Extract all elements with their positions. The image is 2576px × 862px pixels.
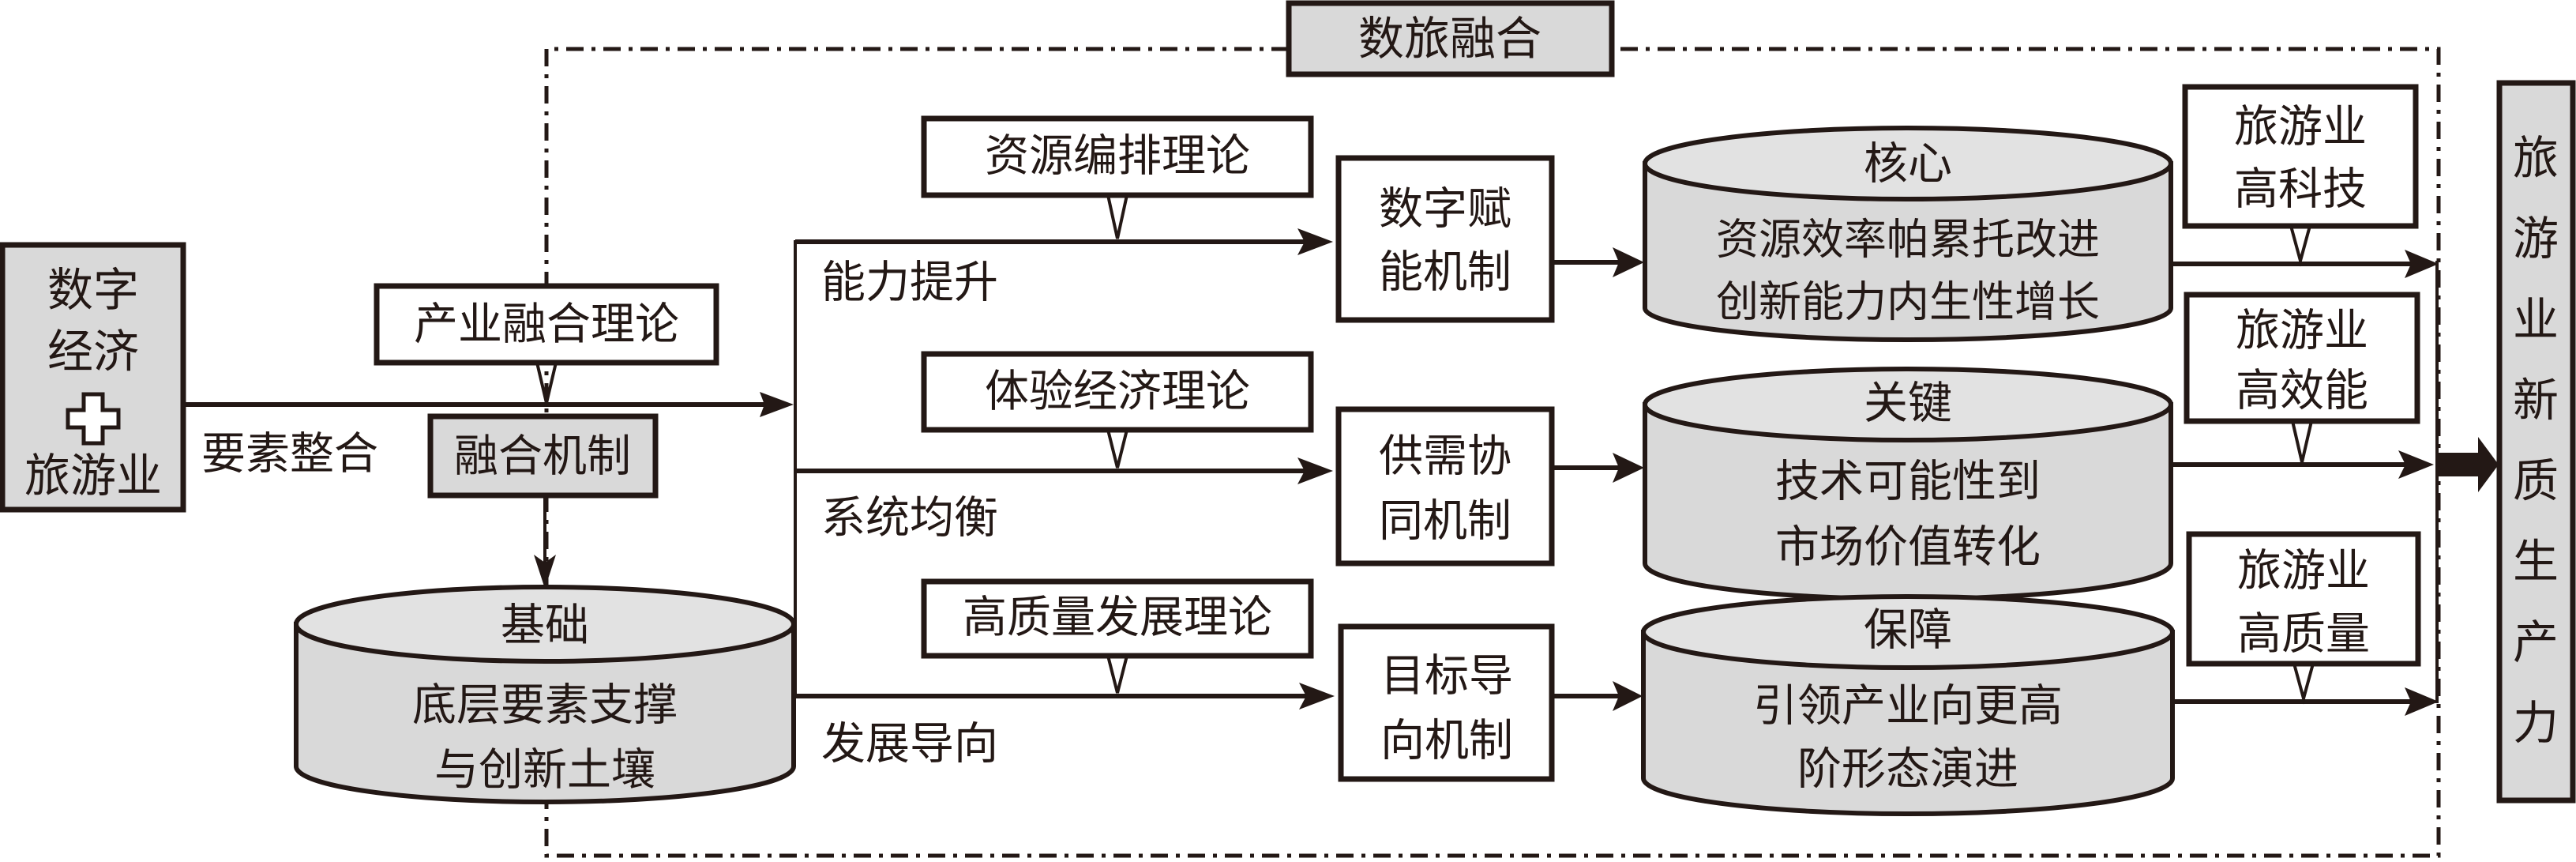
- result-arrow: [2439, 437, 2499, 492]
- row1-effect-line1: 资源效率帕累托改进: [1716, 215, 2100, 265]
- callout-pointer: [2292, 663, 2315, 705]
- row1-mechanism-line1: 数字赋: [1379, 184, 1511, 235]
- row-capability: 资源编排理论 能力提升 数字赋 能机制 核心 资源效率帕累托改进 创新能力内生性…: [795, 84, 2439, 342]
- foundation-line2: 与创新土壤: [434, 745, 655, 796]
- row1-mechanism-line2: 能机制: [1379, 247, 1511, 299]
- result-char: 新: [2513, 373, 2559, 427]
- fusion-mechanism-box: 融合机制: [427, 413, 659, 499]
- row3-theory: 高质量发展理论: [963, 593, 1272, 644]
- row3-outcome-line1: 旅游业: [2237, 546, 2370, 597]
- row2-effect-line1: 技术可能性到: [1775, 457, 2041, 508]
- integration-frame: [544, 47, 2441, 858]
- callout-pointer: [2291, 420, 2313, 463]
- result-char: 力: [2513, 696, 2559, 750]
- arrow-head: [2405, 687, 2439, 716]
- fusion-mechanism-text: 融合机制: [454, 431, 631, 483]
- row1-path-label: 能力提升: [821, 258, 998, 309]
- row3-effect-line2: 阶形态演进: [1797, 744, 2018, 796]
- row2-effect-line2: 市场价值转化: [1775, 522, 2041, 574]
- row3-outcome-line2: 高质量: [2237, 609, 2370, 661]
- arrow-head: [1613, 681, 1643, 711]
- result-char: 质: [2513, 454, 2559, 508]
- arrow-head: [1297, 228, 1333, 255]
- row2-path-label: 系统均衡: [821, 493, 998, 544]
- row3-mechanism-line1: 目标导: [1380, 651, 1513, 702]
- row3-effect-line1: 引领产业向更高: [1753, 681, 2063, 732]
- row2-outcome-line2: 高效能: [2236, 366, 2368, 417]
- foundation-line1: 底层要素支撑: [412, 680, 678, 732]
- element-integration-label: 要素整合: [201, 429, 378, 480]
- arrow-head: [1297, 457, 1333, 484]
- arrow-head: [2398, 450, 2434, 479]
- row3-mechanism-line2: 向机制: [1380, 716, 1513, 767]
- row2-theory: 体验经济理论: [985, 367, 1250, 418]
- result-char: 游: [2513, 212, 2559, 265]
- callout-pointer: [1106, 655, 1128, 694]
- row1-theory: 资源编排理论: [985, 131, 1250, 183]
- row1-outcome-line1: 旅游业: [2234, 102, 2367, 153]
- integration-theory-text: 产业融合理论: [414, 299, 679, 351]
- row2-outcome-line1: 旅游业: [2236, 306, 2368, 357]
- arrow-head: [2405, 250, 2439, 278]
- title-box: 数旅融合: [1286, 0, 1615, 77]
- row3-heading: 保障: [1864, 605, 1952, 657]
- callout-pointer: [2289, 225, 2311, 267]
- foundation-heading: 基础: [501, 600, 589, 652]
- foundation-cylinder: 基础 底层要素支撑 与创新土壤: [294, 585, 796, 804]
- input-line3: 旅游业: [24, 449, 162, 503]
- row1-heading: 核心: [1864, 139, 1952, 190]
- callout-pointer: [1106, 429, 1128, 469]
- result-char: 业: [2513, 292, 2559, 346]
- row1-outcome-line2: 高科技: [2234, 164, 2367, 216]
- input-box: 数字 经济 旅游业: [0, 242, 186, 513]
- arrow-head: [534, 555, 556, 589]
- input-line2: 经济: [47, 325, 139, 378]
- result-char: 旅: [2513, 131, 2559, 185]
- result-char: 生: [2513, 535, 2559, 589]
- row1-effect-line2: 创新能力内生性增长: [1716, 277, 2100, 327]
- title-text: 数旅融合: [1358, 12, 1541, 66]
- integration-theory-callout: 产业融合理论: [374, 283, 719, 404]
- callout-pointer: [1106, 194, 1128, 239]
- arrow-head: [1613, 247, 1644, 277]
- row2-mechanism-line2: 同机制: [1379, 496, 1511, 548]
- callout-pointer: [535, 362, 558, 404]
- row-development: 高质量发展理论 发展导向 目标导 向机制 保障 引领产业向更高 阶形态演进 旅游…: [795, 531, 2439, 816]
- arrow-head: [760, 392, 794, 417]
- row2-mechanism-line1: 供需协: [1379, 431, 1511, 483]
- arrow-head: [1299, 683, 1335, 710]
- input-line1: 数字: [47, 263, 139, 317]
- row2-heading: 关键: [1864, 378, 1952, 430]
- row-balance: 体验经济理论 系统均衡 供需协 同机制 关键 技术可能性到 市场价值转化 旅游业…: [795, 292, 2434, 601]
- row3-path-label: 发展导向: [821, 719, 998, 770]
- arrow-head: [1613, 453, 1644, 483]
- plus-icon: [66, 392, 121, 446]
- result-char: 产: [2513, 615, 2559, 669]
